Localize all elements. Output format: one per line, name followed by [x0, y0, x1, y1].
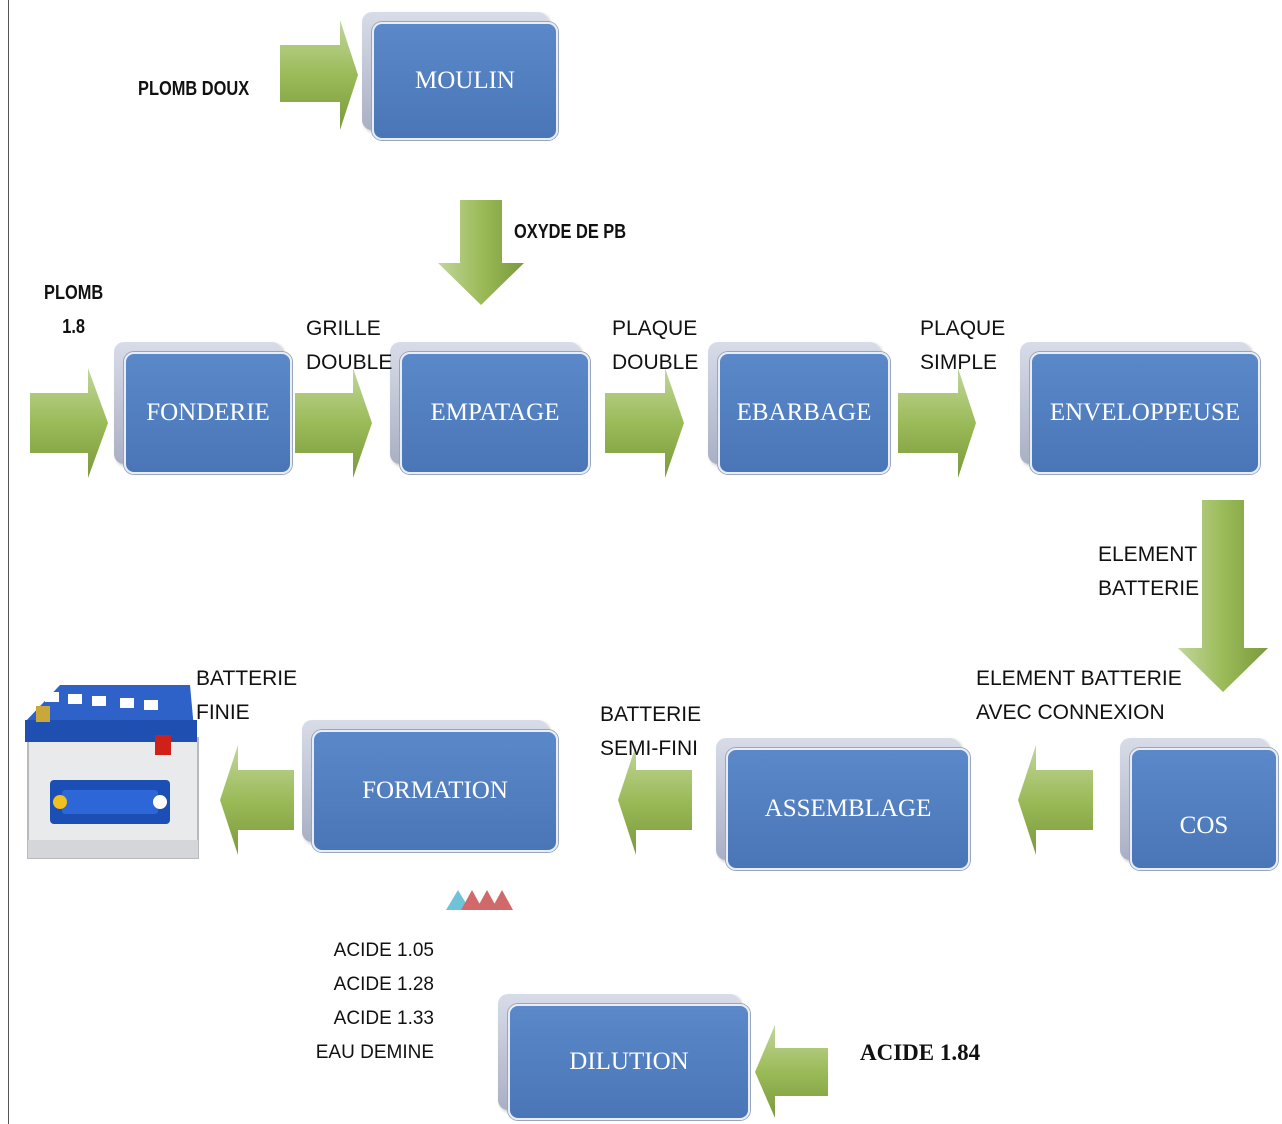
- empatage-label: EMPATAGE: [400, 352, 590, 474]
- label-acides: ACIDE 1.05 ACIDE 1.28 ACIDE 1.33 EAU DEM…: [300, 934, 434, 1070]
- battery-icon: [25, 685, 198, 858]
- formation-label: FORMATION: [312, 730, 558, 852]
- ebarbage-label: EBARBAGE: [718, 352, 890, 474]
- label-grille-double: GRILLE DOUBLE: [306, 312, 392, 380]
- label-plomb-doux: PLOMB DOUX: [138, 72, 249, 106]
- arrow-to-assemblage: [1018, 745, 1093, 855]
- fonderie-label: FONDERIE: [124, 352, 292, 474]
- empatage-box: EMPATAGE: [400, 352, 590, 474]
- arrow-oxyde-down: [438, 200, 524, 305]
- moulin-label: MOULIN: [372, 22, 558, 140]
- formation-box: FORMATION: [312, 730, 558, 852]
- arrow-to-dilution: [755, 1025, 828, 1118]
- label-plaque-simple: PLAQUE SIMPLE: [920, 312, 1005, 380]
- label-batterie-semi-fini: BATTERIE SEMI-FINI: [600, 698, 701, 766]
- arrow-plaque-simple: [898, 368, 976, 478]
- label-element-batterie-connexion: ELEMENT BATTERIE AVEC CONNEXION: [976, 662, 1182, 730]
- label-plaque-double: PLAQUE DOUBLE: [612, 312, 698, 380]
- assemblage-box: ASSEMBLAGE: [726, 748, 970, 870]
- dilution-box: DILUTION: [508, 1004, 750, 1120]
- fonderie-box: FONDERIE: [124, 352, 292, 474]
- label-batterie-finie: BATTERIE FINIE: [196, 662, 297, 730]
- ebarbage-box: EBARBAGE: [718, 352, 890, 474]
- arrow-to-battery: [220, 745, 294, 855]
- arrow-plaque-double: [605, 368, 684, 478]
- enveloppeuse-label: ENVELOPPEUSE: [1030, 352, 1260, 474]
- label-element-batterie: ELEMENT BATTERIE: [1098, 538, 1199, 606]
- assemblage-label: ASSEMBLAGE: [726, 748, 970, 870]
- label-oxyde-de-pb: OXYDE DE PB: [514, 215, 626, 249]
- arrow-to-moulin: [280, 20, 358, 130]
- dilution-label: DILUTION: [508, 1004, 750, 1120]
- arrow-grille: [295, 368, 372, 478]
- arrow-to-fonderie: [30, 368, 108, 478]
- label-plomb-18: PLOMB 1.8: [44, 276, 103, 344]
- label-acide-184: ACIDE 1.84: [860, 1036, 980, 1070]
- cos-box: COS: [1130, 748, 1278, 870]
- cos-label: COS: [1130, 748, 1278, 870]
- moulin-box: MOULIN: [372, 22, 558, 140]
- enveloppeuse-box: ENVELOPPEUSE: [1030, 352, 1260, 474]
